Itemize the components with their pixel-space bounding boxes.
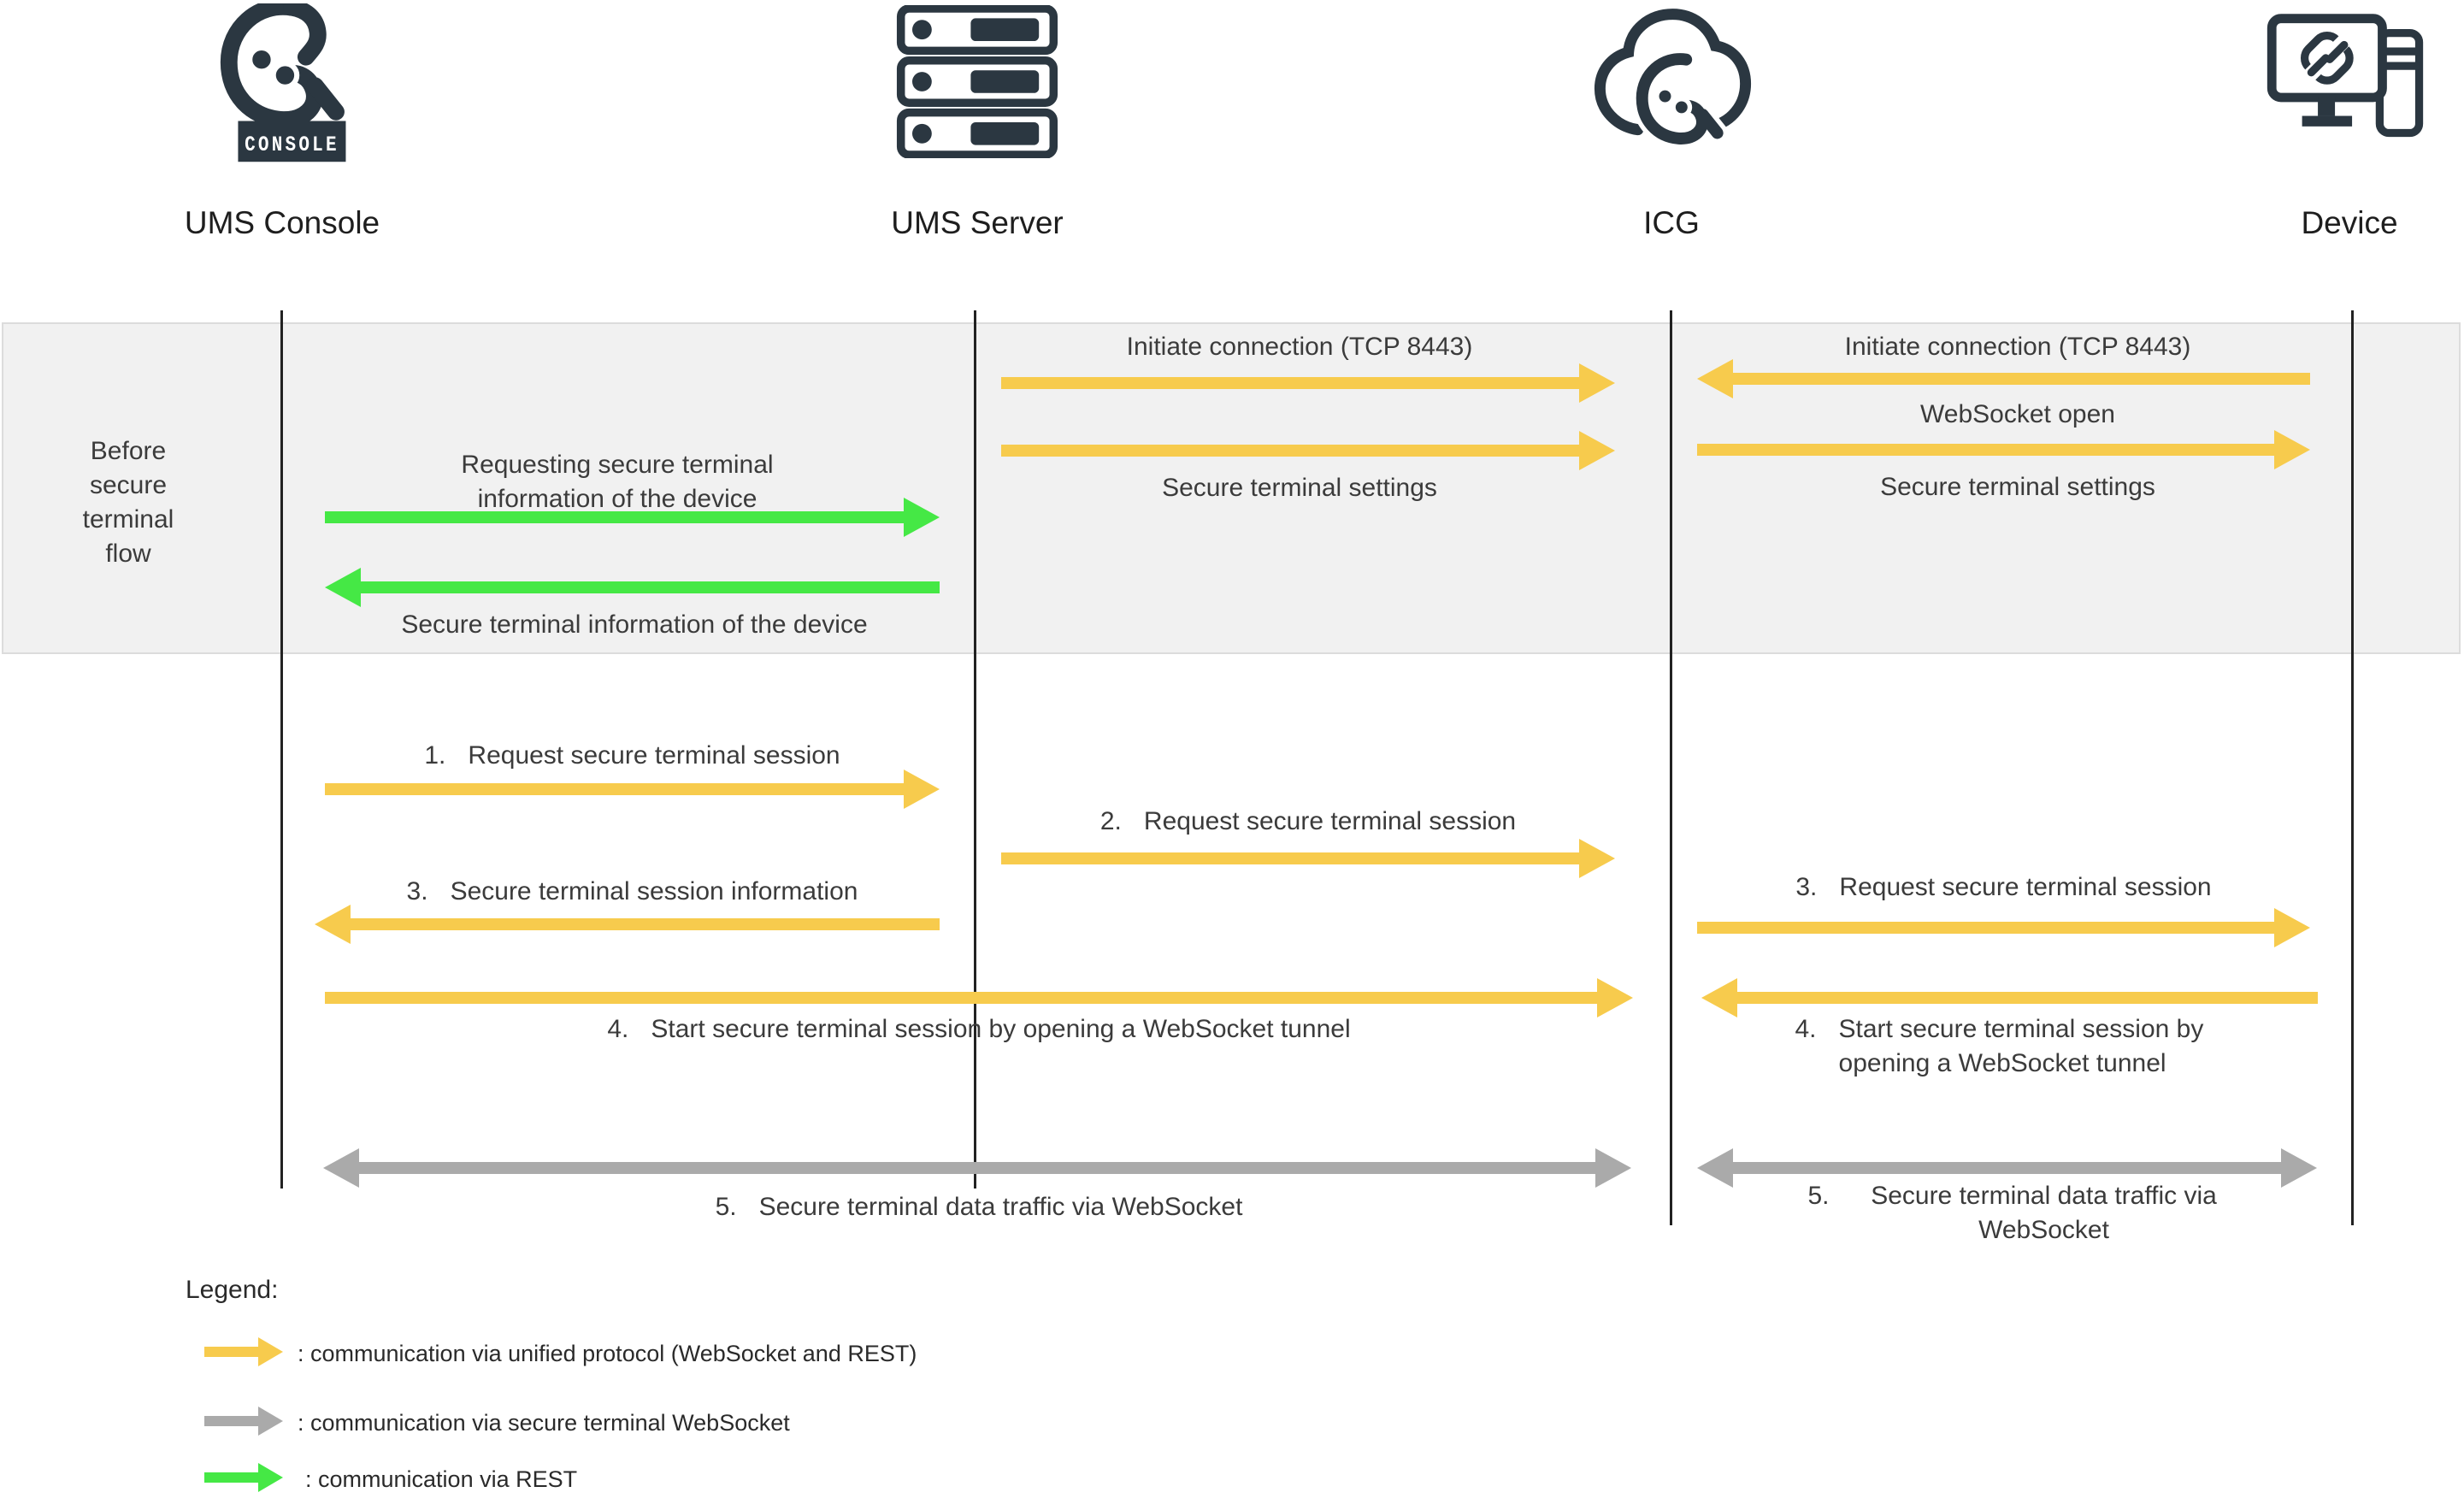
arrow-step5-data-traffic-icg-device (1697, 1148, 2317, 1188)
step2-text: Request secure terminal session (1143, 807, 1517, 835)
arrow-websocket-open-icg-device (1697, 430, 2310, 469)
step4-right-number: 4. (1795, 1015, 1817, 1043)
arrow-initiate-connection-device-icg (1697, 359, 2310, 398)
lifeline-ums-console (280, 310, 283, 1189)
console-badge (238, 121, 346, 162)
msg-websocket-open: WebSocket open (1920, 400, 2115, 428)
arrow-step3-session-information (315, 905, 940, 944)
actor-label-icg: ICG (1643, 205, 1700, 240)
msg-step1: 1. Request secure terminal session (325, 739, 940, 773)
step5-right-number: 5. (1807, 1182, 1830, 1210)
step3-right-number: 3. (1795, 873, 1818, 901)
step1-text: Request secure terminal session (468, 741, 840, 770)
step4-left-text: Start secure terminal session by opening… (651, 1015, 1351, 1043)
msg-step4-left: 4. Start secure terminal session by open… (325, 1012, 1633, 1047)
actor-label-ums-console: UMS Console (184, 205, 380, 240)
msg-step4-right: 4. Start secure terminal session by open… (1787, 1012, 2249, 1081)
arrow-initiate-connection-server-icg (1001, 363, 1615, 403)
msg-secure-terminal-info-response: Secure terminal information of the devic… (401, 610, 868, 639)
step5-right-text: Secure terminal data traffic via WebSock… (1871, 1182, 2217, 1244)
step5-left-text: Secure terminal data traffic via WebSock… (758, 1193, 1243, 1221)
msg-requesting-secure-terminal-info: Requesting secure terminal information o… (461, 451, 774, 513)
msg-secure-terminal-settings-icg-device: Secure terminal settings (1880, 473, 2155, 501)
lifeline-device (2351, 310, 2354, 1225)
actor-label-ums-server: UMS Server (891, 205, 1064, 240)
msg-step3-right: 3. Request secure terminal session (1697, 870, 2310, 905)
arrow-secure-terminal-info-response (325, 568, 940, 607)
actor-label-device: Device (2301, 205, 2398, 240)
msg-initiate-connection-device-icg: Initiate connection (TCP 8443) (1844, 333, 2191, 361)
msg-step2: 2. Request secure terminal session (1001, 805, 1615, 839)
step3-left-number: 3. (406, 877, 428, 905)
arrow-secure-terminal-settings-server-icg (1001, 431, 1615, 470)
step2-number: 2. (1099, 807, 1122, 835)
step3-left-text: Secure terminal session information (450, 877, 858, 905)
msg-initiate-connection-server-icg: Initiate connection (TCP 8443) (1126, 333, 1473, 361)
lifeline-icg (1670, 310, 1672, 1225)
legend-yellow-arrow-icon (204, 1337, 283, 1366)
igel-cloud-gateway-icon (1594, 0, 1752, 162)
legend-item-secure-terminal-websocket: : communication via secure terminal WebS… (298, 1410, 790, 1436)
msg-step3-left: 3. Secure terminal session information (325, 875, 940, 909)
console-badge-label: CONSOLE (245, 133, 339, 157)
igel-console-logo-icon: CONSOLE (192, 0, 372, 171)
arrow-step2-request-session (1001, 839, 1615, 878)
lifeline-ums-server (974, 310, 976, 1189)
server-rack-icon (896, 4, 1058, 162)
workstation-icon (2264, 12, 2435, 153)
legend-grey-arrow-icon (204, 1407, 283, 1436)
msg-secure-terminal-settings-server-icg: Secure terminal settings (1162, 474, 1437, 502)
arrow-step4-websocket-tunnel-device-icg (1701, 978, 2318, 1017)
step4-right-text: Start secure terminal session by opening… (1838, 1015, 2204, 1077)
legend-item-unified-protocol: : communication via unified protocol (We… (298, 1341, 917, 1366)
arrow-requesting-secure-terminal-info (325, 498, 940, 537)
step1-number: 1. (424, 741, 446, 770)
step5-left-number: 5. (715, 1193, 737, 1221)
arrow-step5-data-traffic-console-icg (323, 1148, 1631, 1188)
arrow-step4-websocket-tunnel-console-icg (325, 978, 1633, 1017)
legend-title: Legend: (186, 1276, 279, 1304)
legend-item-rest: : communication via REST (305, 1466, 578, 1492)
msg-step5-right: 5. Secure terminal data traffic via WebS… (1800, 1179, 2244, 1248)
step4-left-number: 4. (607, 1015, 629, 1043)
step3-right-text: Request secure terminal session (1839, 873, 2212, 901)
phase-label: Before secure terminal flow (82, 437, 174, 568)
msg-step5-left: 5. Secure terminal data traffic via WebS… (325, 1190, 1633, 1224)
arrow-step3-request-session-icg-device (1697, 908, 2310, 947)
arrow-step1-request-session (325, 770, 940, 809)
legend-green-arrow-icon (204, 1463, 283, 1492)
